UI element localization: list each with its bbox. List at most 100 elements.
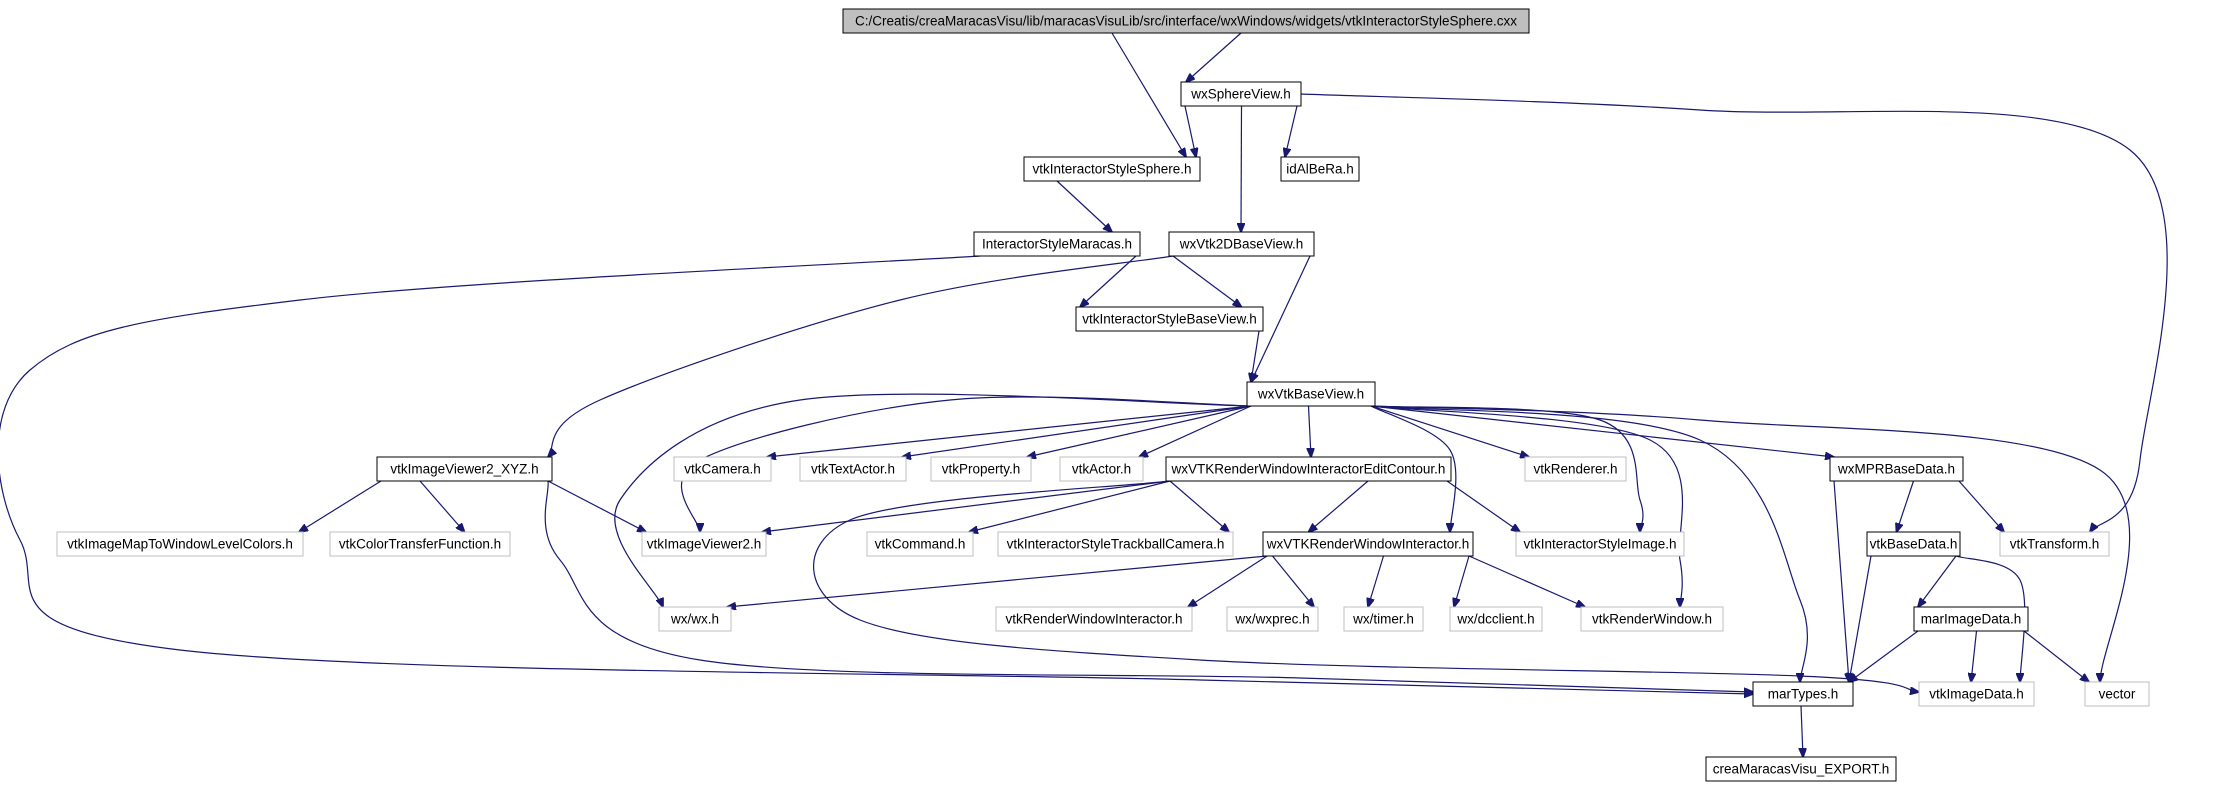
node-label: wxMPRBaseData.h: [1837, 462, 1955, 477]
node-label: wxVTKRenderWindowInteractor.h: [1266, 537, 1470, 552]
node-wxVtkBaseView[interactable]: wxVtkBaseView.h: [1246, 381, 1376, 407]
edge-marTypes-to-creaMaracasVisu_EXPORT: [1801, 705, 1803, 757]
node-box: [1023, 156, 1201, 182]
node-wxSphereView[interactable]: wxSphereView.h: [1180, 81, 1302, 107]
node-vtkCommand[interactable]: vtkCommand.h: [866, 531, 974, 557]
edge-wxVtkBaseView-to-wxVTKRenderWindowInteractor: [1370, 405, 1457, 532]
node-label: vector: [2099, 687, 2136, 702]
node-vtkCamera[interactable]: vtkCamera.h: [673, 456, 772, 482]
node-box: [842, 8, 1530, 34]
edge-InteractorStyleMaracas-to-vtkInteractorStyleBaseView: [1080, 255, 1137, 307]
node-vtkRenderWindow[interactable]: vtkRenderWindow.h: [1580, 606, 1724, 632]
edge-wxVtk2DBaseView-to-wxVtkBaseView: [1251, 255, 1311, 382]
node-box: [1524, 456, 1627, 482]
node-vtkProperty[interactable]: vtkProperty.h: [930, 456, 1032, 482]
edge-layer: [0, 32, 2168, 757]
node-root[interactable]: C:/Creatis/creaMaracasVisu/lib/maracasVi…: [842, 8, 1530, 34]
node-label: wxVTKRenderWindowInteractorEditContour.h: [1171, 462, 1446, 477]
node-label: vtkImageData.h: [1929, 687, 2024, 702]
node-box: [1918, 681, 2035, 707]
node-label: creaMaracasVisu_EXPORT.h: [1713, 762, 1890, 777]
node-wxMPRBaseData[interactable]: wxMPRBaseData.h: [1829, 456, 1964, 482]
node-vtkInteractorStyleTrackballCamera[interactable]: vtkInteractorStyleTrackballCamera.h: [997, 531, 1234, 557]
node-box: [658, 606, 732, 632]
edge-marImageData-to-vector: [2023, 630, 2089, 682]
node-label: wxVtk2DBaseView.h: [1179, 237, 1304, 252]
node-wxVtk2DBaseView[interactable]: wxVtk2DBaseView.h: [1168, 231, 1315, 257]
edge-wxVTKRenderWindowInteractorEditContour-to-vtkImageViewer2: [762, 480, 1171, 532]
node-wx_timer[interactable]: wx/timer.h: [1343, 606, 1424, 632]
node-label: vtkTextActor.h: [811, 462, 895, 477]
node-wx_dcclient[interactable]: wx/dcclient.h: [1449, 606, 1543, 632]
edge-wxSphereView-to-vtkInteractorStyleSphere: [1184, 105, 1196, 157]
edge-wxVtkBaseView-to-wxMPRBaseData: [1370, 405, 1834, 457]
edge-wxSphereView-to-wxVtk2DBaseView: [1241, 105, 1242, 232]
edge-wxMPRBaseData-to-vtkTransform: [1958, 480, 2004, 532]
edge-wxVTKRenderWindowInteractor-to-wx_dcclient: [1454, 555, 1470, 607]
edge-marImageData-to-marTypes: [1849, 630, 1919, 682]
node-wxVTKRenderWindowInteractorEditContour[interactable]: wxVTKRenderWindowInteractorEditContour.h: [1165, 456, 1452, 482]
node-label: vtkProperty.h: [942, 462, 1021, 477]
node-box: [995, 606, 1193, 632]
node-label: C:/Creatis/creaMaracasVisu/lib/maracasVi…: [855, 14, 1517, 29]
node-label: vtkImageMapToWindowLevelColors.h: [67, 537, 293, 552]
node-label: wx/wx.h: [670, 612, 719, 627]
edge-wxVtkBaseView-to-wxVTKRenderWindowInteractorEditContour: [1309, 405, 1312, 457]
node-label: idAlBeRa.h: [1286, 162, 1354, 177]
edge-wxVTKRenderWindowInteractor-to-wx_timer: [1368, 555, 1385, 607]
node-box: [1075, 306, 1264, 332]
node-label: InteractorStyleMaracas.h: [982, 237, 1132, 252]
node-vtkColorTransferFunction[interactable]: vtkColorTransferFunction.h: [329, 531, 511, 557]
edge-wxSphereView-to-vtkTransform: [1300, 93, 2168, 532]
node-box: [930, 456, 1032, 482]
node-idAlBeRa[interactable]: idAlBeRa.h: [1280, 156, 1360, 182]
node-vtkTransform[interactable]: vtkTransform.h: [1999, 531, 2110, 557]
node-box: [1829, 456, 1964, 482]
node-vtkImageViewer2_XYZ[interactable]: vtkImageViewer2_XYZ.h: [376, 456, 553, 482]
node-InteractorStyleMaracas[interactable]: InteractorStyleMaracas.h: [973, 231, 1141, 257]
node-label: wxVtkBaseView.h: [1257, 387, 1364, 402]
node-vtkImageViewer2[interactable]: vtkImageViewer2.h: [641, 531, 767, 557]
node-marImageData[interactable]: marImageData.h: [1913, 606, 2029, 632]
edge-vtkBaseData-to-vtkImageData: [1955, 555, 2026, 682]
node-marTypes[interactable]: marTypes.h: [1752, 681, 1854, 707]
node-vtkInteractorStyleBaseView[interactable]: vtkInteractorStyleBaseView.h: [1075, 306, 1264, 332]
node-vtkRenderWindowInteractor[interactable]: vtkRenderWindowInteractor.h: [995, 606, 1193, 632]
node-vtkImageMapToWindowLevelColors[interactable]: vtkImageMapToWindowLevelColors.h: [56, 531, 304, 557]
node-box: [56, 531, 304, 557]
node-label: vtkInteractorStyleSphere.h: [1032, 162, 1191, 177]
node-wx_wxprec[interactable]: wx/wxprec.h: [1226, 606, 1319, 632]
node-box: [1515, 531, 1685, 557]
node-label: vtkTransform.h: [2010, 537, 2100, 552]
node-vtkActor[interactable]: vtkActor.h: [1059, 456, 1144, 482]
edge-root-to-vtkInteractorStyleSphere: [1111, 32, 1186, 157]
node-box: [1165, 456, 1452, 482]
edge-wxVtkBaseView-to-vtkRenderWindow: [1370, 405, 1682, 607]
node-vtkInteractorStyleImage[interactable]: vtkInteractorStyleImage.h: [1515, 531, 1685, 557]
node-box: [866, 531, 974, 557]
node-vtkBaseData[interactable]: vtkBaseData.h: [1866, 531, 1961, 557]
node-vtkInteractorStyleSphere[interactable]: vtkInteractorStyleSphere.h: [1023, 156, 1201, 182]
node-label: vtkInteractorStyleBaseView.h: [1082, 312, 1257, 327]
node-box: [1226, 606, 1319, 632]
node-label: vtkActor.h: [1072, 462, 1131, 477]
edge-InteractorStyleMaracas-to-marTypes: [0, 255, 1753, 694]
node-label: vtkBaseData.h: [1870, 537, 1958, 552]
node-vtkRenderer[interactable]: vtkRenderer.h: [1524, 456, 1627, 482]
node-wx_wx[interactable]: wx/wx.h: [658, 606, 732, 632]
node-creaMaracasVisu_EXPORT[interactable]: creaMaracasVisu_EXPORT.h: [1705, 756, 1897, 782]
edge-wxVTKRenderWindowInteractorEditContour-to-vtkImageData: [813, 480, 1919, 692]
node-label: vtkInteractorStyleTrackballCamera.h: [1007, 537, 1225, 552]
node-vtkImageData[interactable]: vtkImageData.h: [1918, 681, 2035, 707]
edge-vtkBaseData-to-marTypes: [1849, 555, 1872, 682]
node-box: [1168, 231, 1315, 257]
node-vtkTextActor[interactable]: vtkTextActor.h: [799, 456, 907, 482]
node-label: wxSphereView.h: [1190, 87, 1291, 102]
node-vector[interactable]: vector: [2084, 681, 2150, 707]
node-wxVTKRenderWindowInteractor[interactable]: wxVTKRenderWindowInteractor.h: [1262, 531, 1474, 557]
node-box: [1449, 606, 1543, 632]
edge-wxVtkBaseView-to-vector: [1370, 405, 2131, 682]
node-box: [641, 531, 767, 557]
node-label: vtkRenderWindowInteractor.h: [1005, 612, 1182, 627]
